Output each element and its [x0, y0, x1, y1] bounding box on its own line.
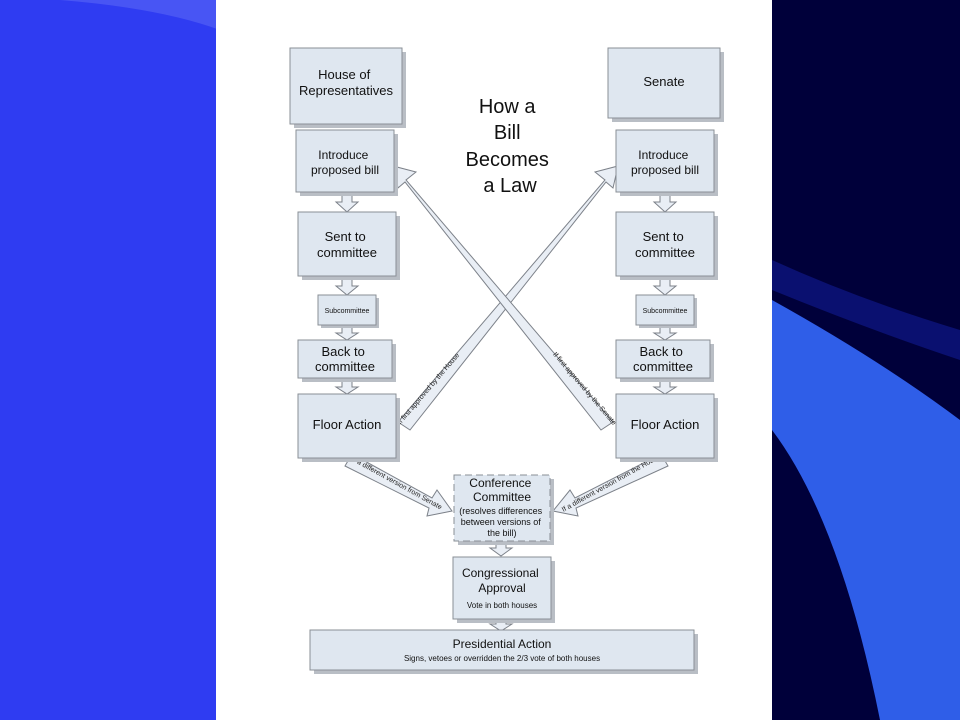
house-subcommittee-label: Subcommittee [325, 308, 370, 315]
senate-back-line-2: committee [633, 359, 693, 374]
diagram-page: How a Bill Becomes a Law If first approv… [216, 0, 772, 720]
house-header-line-2: Representatives [299, 83, 393, 98]
senate-back-line-1: Back to [640, 344, 683, 359]
flowchart: How a Bill Becomes a Law If first approv… [289, 47, 724, 674]
svg-text:Back to committee: Back to committee [315, 344, 375, 374]
house-introduce-line-2: proposed bill [311, 163, 379, 177]
house-floor-box: Floor Action [297, 393, 400, 462]
senate-introduce-line-2: proposed bill [631, 163, 699, 177]
title-line-4: a Law [483, 175, 537, 197]
senate-sent-line-2: committee [635, 245, 695, 260]
house-back-box: Back to committee [297, 339, 396, 382]
conference-committee-box: Conference Committee (resolves differenc… [453, 474, 554, 545]
svg-text:Congressional Approval: Congressional Approval [462, 566, 542, 595]
senate-subcommittee-box: Subcommittee [635, 294, 697, 328]
title-line-2: Bill [494, 122, 521, 144]
congressional-approval-box: Congressional Approval Vote in both hous… [452, 556, 555, 623]
house-sent-line-1: Sent to [325, 229, 366, 244]
house-sent-box: Sent to committee [297, 211, 400, 280]
arrow-house-to-conference: If a different version from Senate [344, 453, 453, 517]
svg-text:Conference Committee: Conference Committee [469, 476, 534, 504]
senate-sent-line-1: Sent to [643, 229, 684, 244]
house-back-line-2: committee [315, 359, 375, 374]
title-line-1: How a [479, 96, 537, 118]
house-back-line-1: Back to [322, 344, 365, 359]
svg-text:(resolves differences: (resolves differences between versions o… [459, 506, 544, 538]
senate-floor-box: Floor Action [615, 393, 718, 462]
senate-subcommittee-label: Subcommittee [643, 308, 688, 315]
house-introduce-box: Introduce proposed bill [295, 129, 398, 196]
conference-note-line-1: (resolves differences [459, 506, 542, 516]
approval-title-line-1: Congressional [462, 566, 539, 580]
conference-label-left: If a different version from Senate [351, 456, 443, 511]
approval-note: Vote in both houses [467, 601, 537, 610]
senate-header-box: Senate [607, 47, 724, 122]
house-subcommittee-box: Subcommittee [317, 294, 379, 328]
arrow-senate-to-conference: If a different version from the House [552, 453, 669, 517]
conference-note-line-2: between versions of [461, 517, 542, 527]
svg-text:House of Representativ: House of Representatives [299, 67, 393, 98]
house-header-line-1: House of [318, 67, 370, 82]
senate-introduce-box: Introduce proposed bill [615, 129, 718, 196]
house-floor-label: Floor Action [313, 417, 382, 432]
presidential-note: Signs, vetoes or overridden the 2/3 vote… [404, 654, 600, 663]
house-header-box: House of Representatives [289, 47, 406, 128]
conference-title-line-2: Committee [473, 490, 531, 504]
conference-note-line-3: the bill) [487, 528, 516, 538]
svg-text:Sent to committee: Sent to committee [635, 229, 695, 260]
svg-text:Introduce proposed bil: Introduce proposed bill [631, 148, 699, 177]
house-introduce-line-1: Introduce [318, 148, 368, 162]
senate-floor-label: Floor Action [631, 417, 700, 432]
svg-text:Back to committee: Back to committee [633, 344, 693, 374]
svg-text:Sent to committee: Sent to committee [317, 229, 377, 260]
conference-label-right: If a different version from the House [561, 454, 662, 514]
senate-sent-box: Sent to committee [615, 211, 718, 280]
approval-title-line-2: Approval [478, 581, 525, 595]
house-sent-line-2: committee [317, 245, 377, 260]
cross-label-senate: If first approved by the Senate [551, 351, 617, 427]
presidential-action-box: Presidential Action Signs, vetoes or ove… [309, 629, 698, 674]
conference-title-line-1: Conference [469, 476, 531, 490]
cross-label-house: If first approved by the House [397, 352, 462, 426]
senate-introduce-line-1: Introduce [638, 148, 688, 162]
presidential-title: Presidential Action [453, 637, 552, 651]
senate-back-box: Back to committee [615, 339, 714, 382]
svg-text:Introduce proposed bil: Introduce proposed bill [311, 148, 379, 177]
title-line-3: Becomes [466, 149, 549, 171]
diagram-title: How a Bill Becomes a Law [466, 96, 555, 197]
senate-header-label: Senate [643, 74, 684, 89]
